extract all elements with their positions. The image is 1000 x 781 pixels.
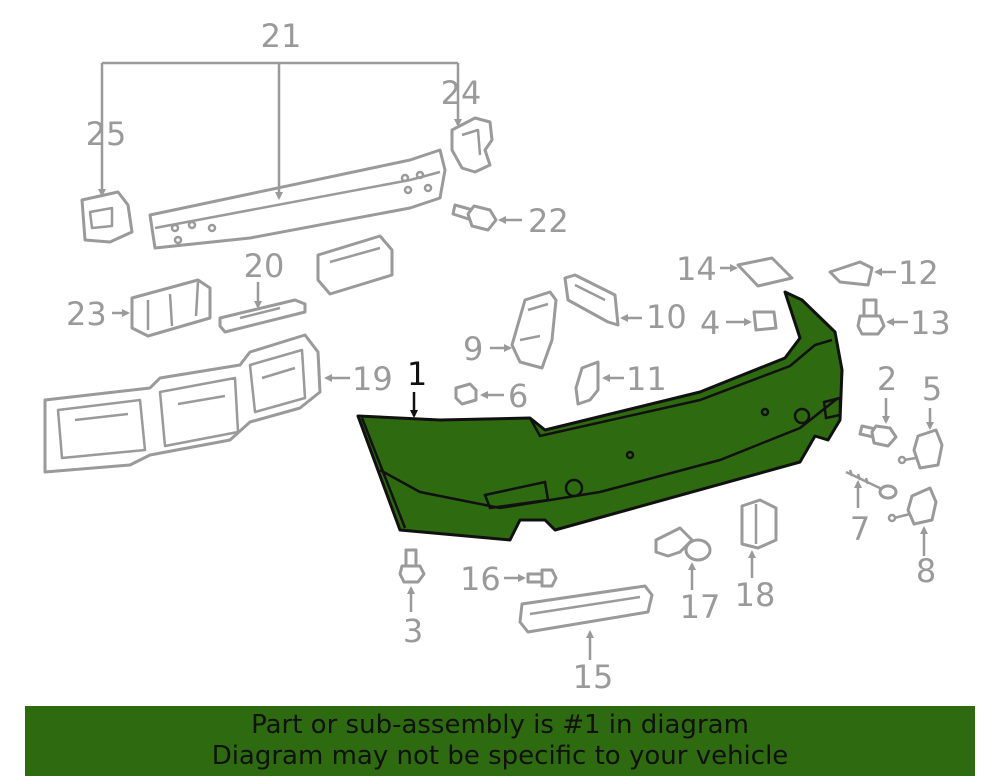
bracket-14-part — [736, 256, 794, 288]
tow-cover-5-part — [897, 428, 944, 470]
tow-cover-8-part — [887, 486, 938, 526]
callout-4: 4 — [700, 304, 720, 342]
callout-7: 7 — [850, 510, 870, 548]
bolt-16-part — [526, 568, 558, 588]
callout-23: 23 — [66, 295, 107, 333]
callout-9: 9 — [463, 330, 483, 368]
callout-14: 14 — [676, 250, 717, 288]
block-23-part — [130, 278, 212, 338]
callout-18: 18 — [735, 576, 776, 614]
info-banner: Part or sub-assembly is #1 in diagram Di… — [25, 706, 975, 776]
energy-absorber-part — [43, 333, 322, 474]
callout-22: 22 — [528, 202, 569, 240]
callout-21: 21 — [261, 17, 302, 55]
clip-4-part — [752, 310, 778, 332]
callout-2: 2 — [877, 360, 897, 398]
bracket-12-part — [828, 260, 874, 287]
callout-1: 1 — [407, 355, 427, 393]
callout-15: 15 — [573, 658, 614, 696]
callout-16: 16 — [460, 560, 501, 598]
callout-12: 12 — [898, 254, 939, 292]
bumper-cover-part — [356, 290, 844, 542]
callout-6: 6 — [508, 377, 528, 415]
tow-hook-part — [845, 469, 898, 500]
parts-diagram: 21 25 24 22 20 23 — [43, 17, 951, 696]
callout-11: 11 — [626, 360, 667, 398]
callout-13: 13 — [910, 304, 951, 342]
info-banner-line-2: Diagram may not be specific to your vehi… — [211, 741, 789, 771]
sensor-17-part — [654, 526, 712, 562]
bracket-9-part — [510, 290, 558, 370]
callout-25: 25 — [86, 115, 127, 153]
reflector-15-part — [518, 584, 654, 634]
clip-6-part — [454, 382, 478, 406]
callout-19: 19 — [352, 360, 393, 398]
callout-20: 20 — [244, 247, 285, 285]
callout-17: 17 — [680, 588, 721, 626]
callout-3: 3 — [403, 612, 423, 650]
bracket-10-part — [563, 273, 620, 327]
info-banner-line-1: Part or sub-assembly is #1 in diagram — [251, 710, 749, 740]
bracket-24-part — [450, 116, 494, 174]
callout-5: 5 — [922, 370, 942, 408]
retainer-18-part — [740, 498, 778, 550]
bolt-22-part — [451, 203, 498, 232]
callout-10: 10 — [646, 298, 687, 336]
bracket-25-part — [80, 190, 134, 244]
bolt-13-part — [856, 298, 886, 336]
bracket-20-part — [218, 298, 307, 334]
bolt-3-part — [398, 548, 426, 584]
absorber-block-part — [316, 234, 394, 296]
callout-24: 24 — [441, 74, 482, 112]
bolt-2-part — [858, 424, 898, 448]
bracket-11-part — [574, 360, 600, 406]
reinforcement-beam-part — [148, 148, 447, 250]
callout-8: 8 — [916, 552, 936, 590]
